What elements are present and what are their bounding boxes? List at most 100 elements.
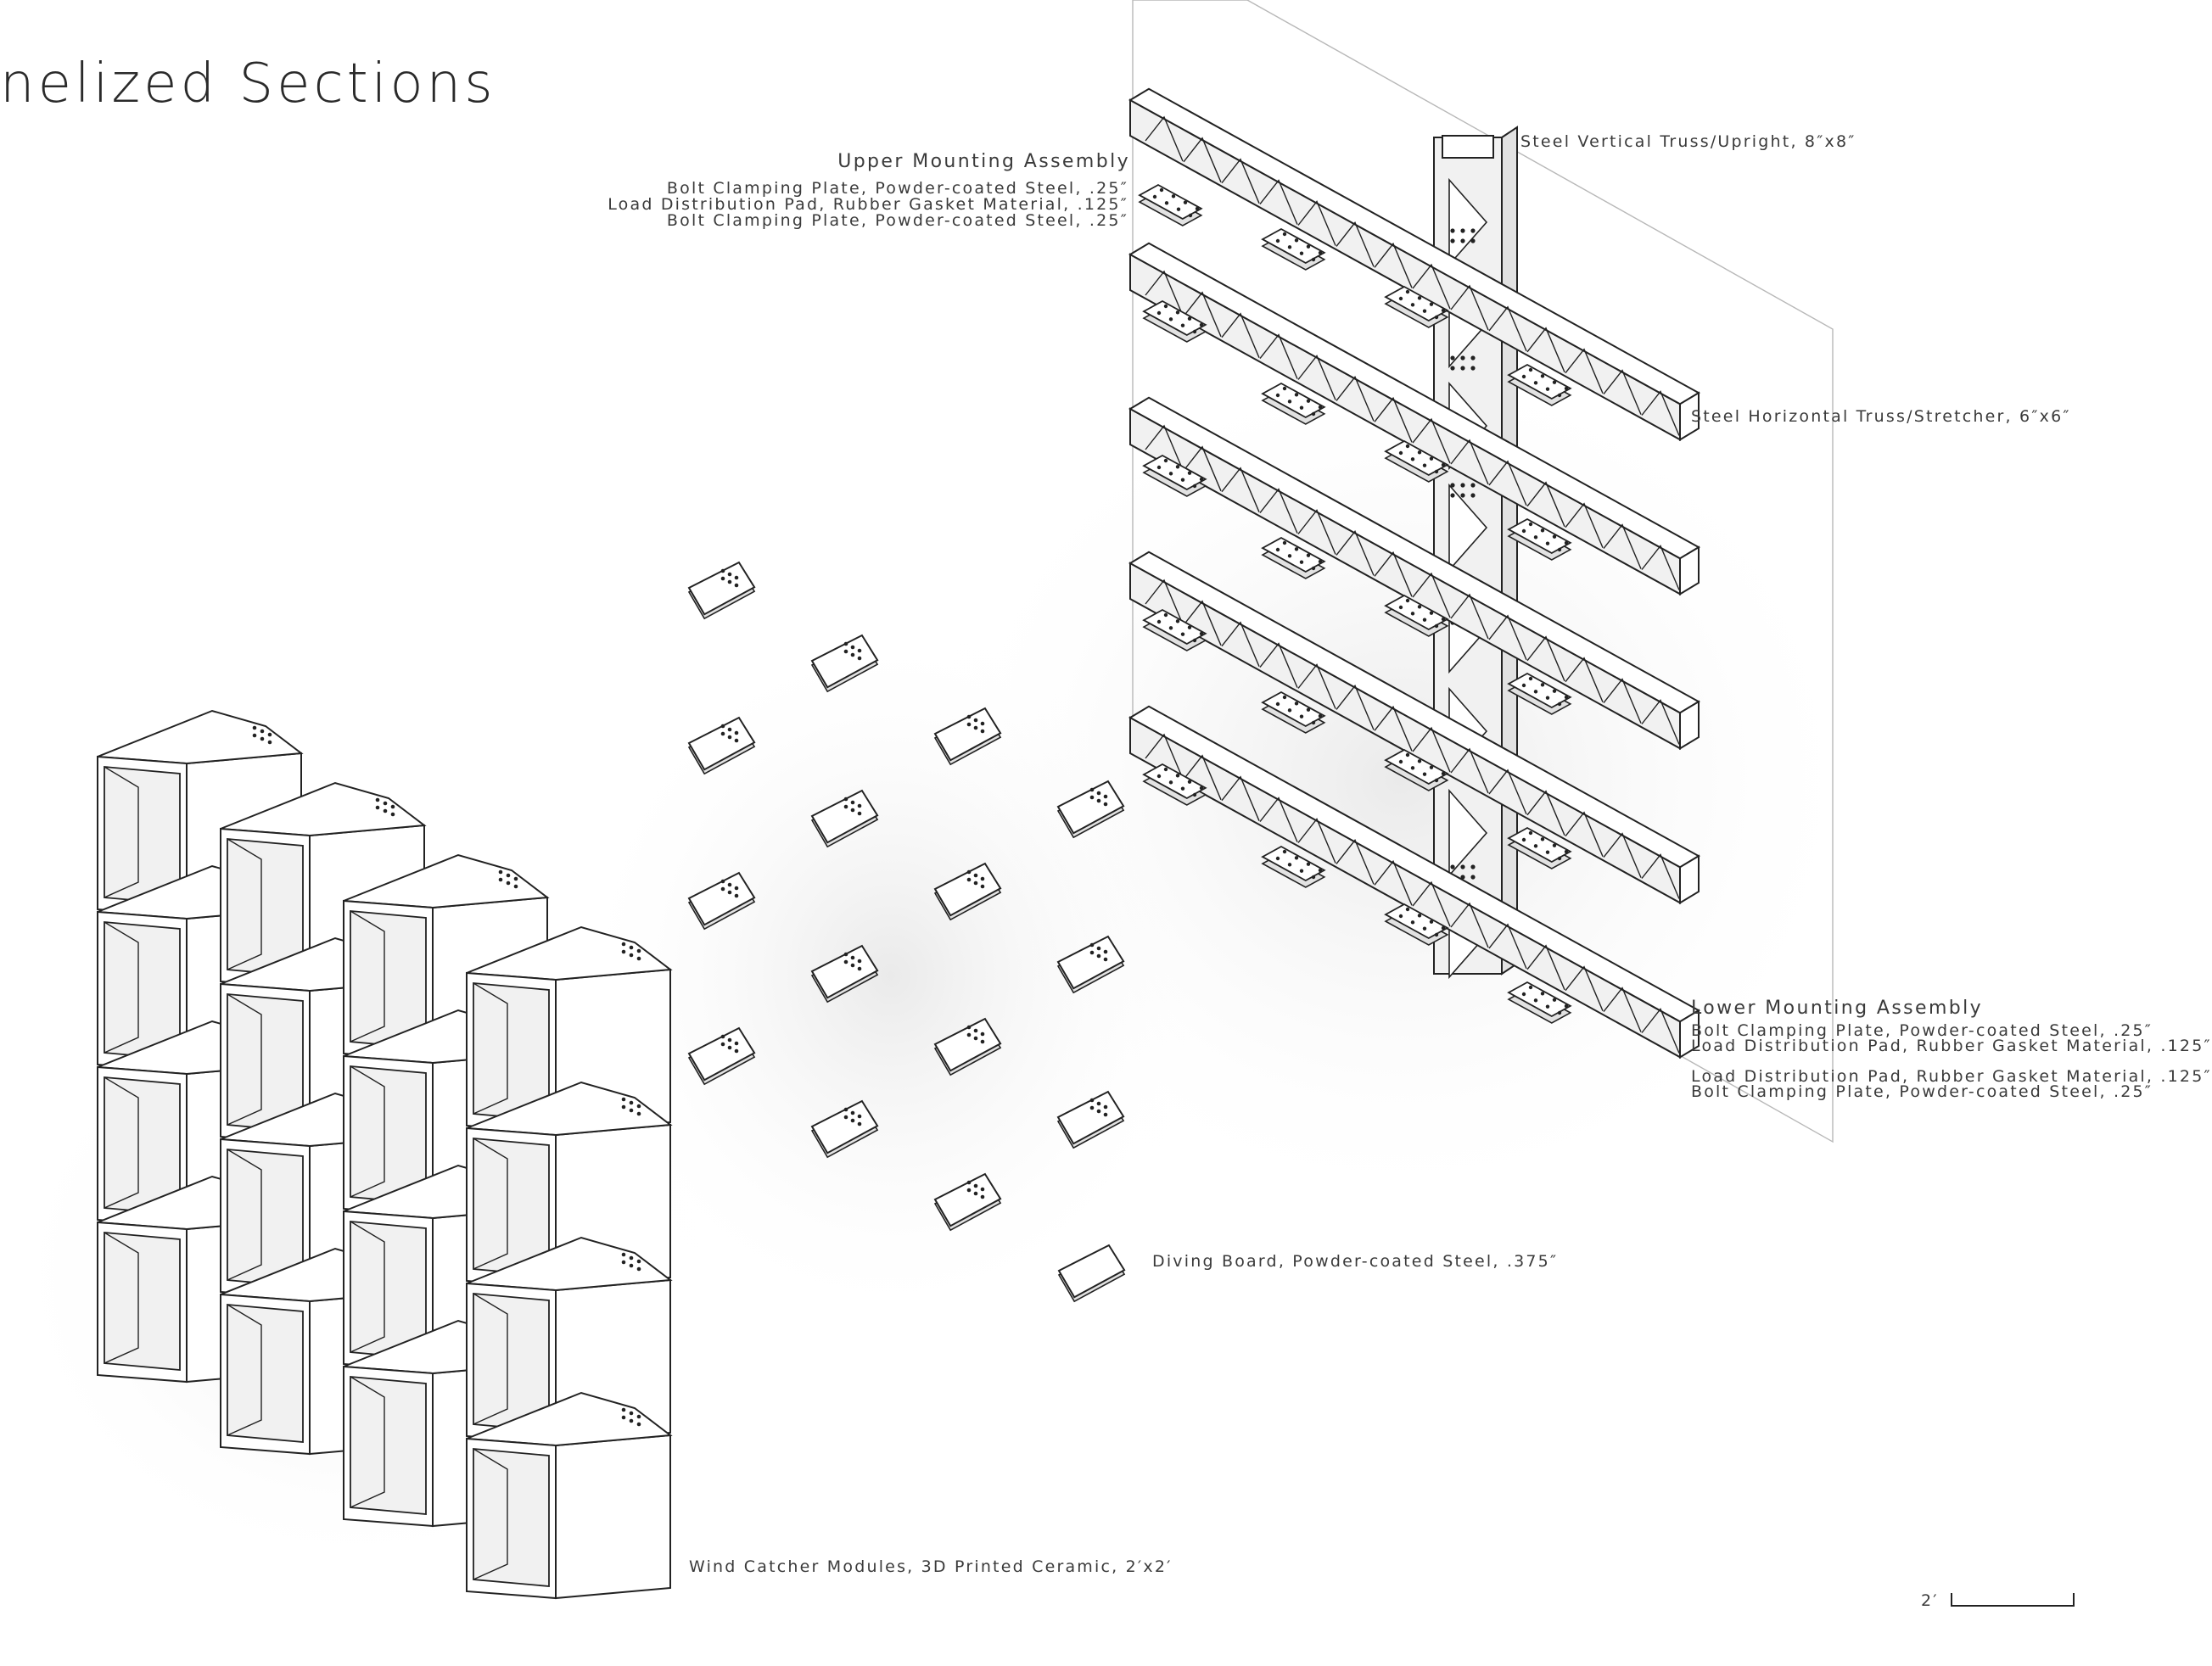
truss-web	[1221, 467, 1260, 512]
bolt-hole	[1089, 942, 1095, 948]
truss-web	[1145, 115, 1184, 162]
bolt-hole	[1398, 605, 1403, 610]
bolt-hole	[720, 1034, 725, 1039]
bolt-hole	[1540, 992, 1545, 996]
bolt-hole	[1470, 875, 1476, 880]
bolt-hole	[1528, 522, 1533, 527]
bolt-hole	[1460, 366, 1465, 371]
bolt-hole	[850, 1110, 855, 1115]
truss-end-opening	[1679, 391, 1700, 442]
bolt-clamping-plate	[1138, 183, 1203, 221]
bolt-hole	[734, 575, 739, 580]
bolt-hole	[1175, 310, 1180, 315]
bolt-hole	[1405, 752, 1410, 758]
bolt-hole	[1434, 469, 1439, 474]
bolt-hole	[1275, 238, 1280, 243]
bolt-hole	[1528, 985, 1533, 990]
bolt-hole	[1564, 1004, 1569, 1009]
bolt-hole	[973, 1191, 978, 1196]
bolt-hole	[1470, 483, 1476, 488]
bolt-hole	[1311, 257, 1316, 262]
truss-web	[1145, 270, 1184, 316]
bolt-hole	[1282, 232, 1287, 237]
bolt-hole	[498, 877, 503, 882]
bolt-hole	[1299, 560, 1304, 564]
bolt-hole	[375, 805, 380, 810]
module-inner-edge	[104, 766, 139, 898]
horizontal-truss-label: Steel Horizontal Truss/Stretcher, 6″x6″	[1691, 407, 2071, 426]
vertical-truss-opening	[1442, 135, 1494, 159]
truss-web	[1450, 593, 1489, 640]
bolt-hole	[734, 583, 739, 588]
diving-board	[933, 1017, 1002, 1076]
diving-board	[1057, 1244, 1126, 1303]
bolt-hole	[1564, 695, 1569, 700]
bolt-hole	[1533, 690, 1538, 694]
bolt-hole	[966, 869, 972, 875]
bolt-hole	[1417, 759, 1422, 763]
bolt-hole	[1470, 355, 1476, 361]
module-inner-edge	[227, 1304, 262, 1436]
bolt-hole	[1103, 957, 1108, 962]
bolt-hole	[1299, 405, 1304, 410]
truss-web	[1374, 242, 1413, 288]
bolt-hole	[506, 881, 511, 886]
bolt-hole	[1552, 998, 1557, 1002]
bolt-hole	[636, 1104, 641, 1109]
bolt-hole	[636, 1422, 641, 1427]
module-inner-edge	[350, 1221, 385, 1353]
bolt-hole	[1521, 683, 1526, 688]
lower-assembly-line-1: Bolt Clamping Plate, Powder-coated Steel…	[1691, 1021, 2153, 1040]
bolt-hole	[1460, 875, 1465, 880]
bolt-hole	[1528, 830, 1533, 836]
truss-web	[1183, 445, 1222, 492]
lower-assembly-line-4: Bolt Clamping Plate, Powder-coated Steel…	[1691, 1082, 2153, 1101]
bolt-hole	[1152, 194, 1157, 199]
bolt-hole	[1460, 228, 1465, 233]
module-inner-edge	[104, 1076, 139, 1209]
bolt-hole	[1450, 228, 1455, 233]
bolt-hole	[980, 884, 985, 889]
bolt-clamping-plate	[1142, 608, 1207, 646]
bolt-hole	[1470, 228, 1476, 233]
bolt-hole	[973, 718, 978, 723]
bolt-hole	[1429, 765, 1434, 769]
bolt-hole	[1299, 869, 1304, 873]
horizontal-truss-2	[1128, 242, 1701, 596]
bolt-hole	[1533, 844, 1538, 848]
bolt-hole	[1187, 625, 1192, 629]
truss-web	[1183, 600, 1222, 646]
upper-assembly-line-1: Bolt Clamping Plate, Powder-coated Steel…	[666, 179, 1128, 198]
bolt-hole	[1183, 200, 1188, 204]
boards-shadow	[568, 619, 1213, 1332]
bolt-hole	[1318, 405, 1323, 410]
bolt-hole	[857, 656, 862, 661]
bolt-hole	[1564, 386, 1569, 391]
bolt-hole	[1470, 366, 1476, 371]
bolt-hole	[1199, 631, 1204, 636]
bolt-hole	[1192, 638, 1197, 643]
bolt-hole	[1441, 771, 1446, 776]
bolt-hole	[734, 738, 739, 743]
module-opening	[104, 1232, 181, 1371]
bolt-hole	[506, 873, 511, 878]
bolt-hole	[1405, 598, 1410, 603]
bolt-hole	[1417, 450, 1422, 455]
truss-web	[1221, 775, 1260, 821]
truss-web	[1297, 663, 1336, 709]
truss-web	[1412, 572, 1451, 618]
bolt-hole	[1199, 477, 1204, 482]
module-inner-edge	[227, 1149, 262, 1281]
bolt-hole	[727, 727, 732, 732]
modules-label: Wind Catcher Modules, 3D Printed Ceramic…	[689, 1557, 1173, 1576]
bolt-hole	[720, 576, 725, 581]
bolt-hole	[1410, 612, 1415, 616]
bolt-hole	[1299, 714, 1304, 718]
bolt-hole	[843, 959, 848, 964]
diving-board-top	[1057, 1244, 1126, 1299]
diving-board	[933, 1172, 1002, 1232]
truss-web	[1565, 502, 1604, 548]
bolt-hole	[1460, 493, 1465, 498]
truss-web	[1488, 769, 1527, 815]
diving-board	[687, 716, 756, 775]
